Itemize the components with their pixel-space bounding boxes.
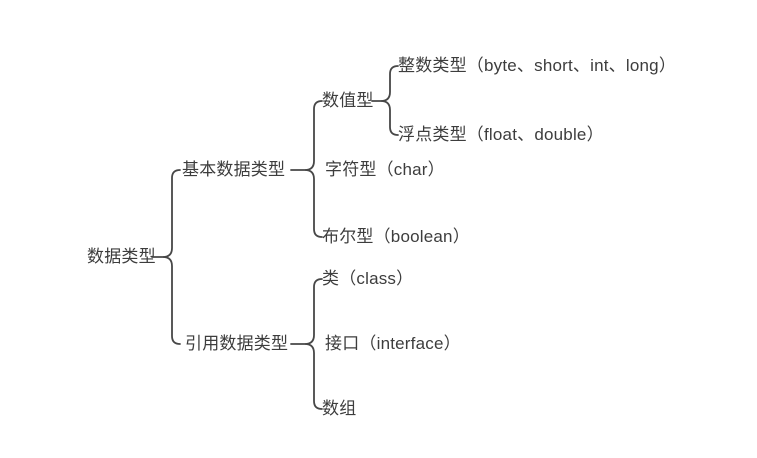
node-root[interactable]: 数据类型 bbox=[87, 247, 156, 266]
node-primitive-types[interactable]: 基本数据类型 bbox=[182, 160, 286, 179]
node-class-type[interactable]: 类（class） bbox=[322, 269, 414, 288]
brace-primitive bbox=[304, 100, 323, 238]
node-char-type[interactable]: 字符型（char） bbox=[325, 160, 445, 179]
brace-numeric bbox=[380, 65, 399, 136]
node-boolean-type[interactable]: 布尔型（boolean） bbox=[322, 227, 470, 246]
node-interface-type[interactable]: 接口（interface） bbox=[325, 334, 461, 353]
node-array-type[interactable]: 数组 bbox=[322, 399, 357, 418]
node-integer-type[interactable]: 整数类型（byte、short、int、long） bbox=[398, 56, 677, 75]
node-reference-types[interactable]: 引用数据类型 bbox=[185, 334, 289, 353]
brace-reference bbox=[304, 278, 323, 410]
brace-root bbox=[162, 169, 181, 345]
node-numeric-type[interactable]: 数值型 bbox=[322, 91, 374, 110]
node-float-type[interactable]: 浮点类型（float、double） bbox=[398, 125, 604, 144]
